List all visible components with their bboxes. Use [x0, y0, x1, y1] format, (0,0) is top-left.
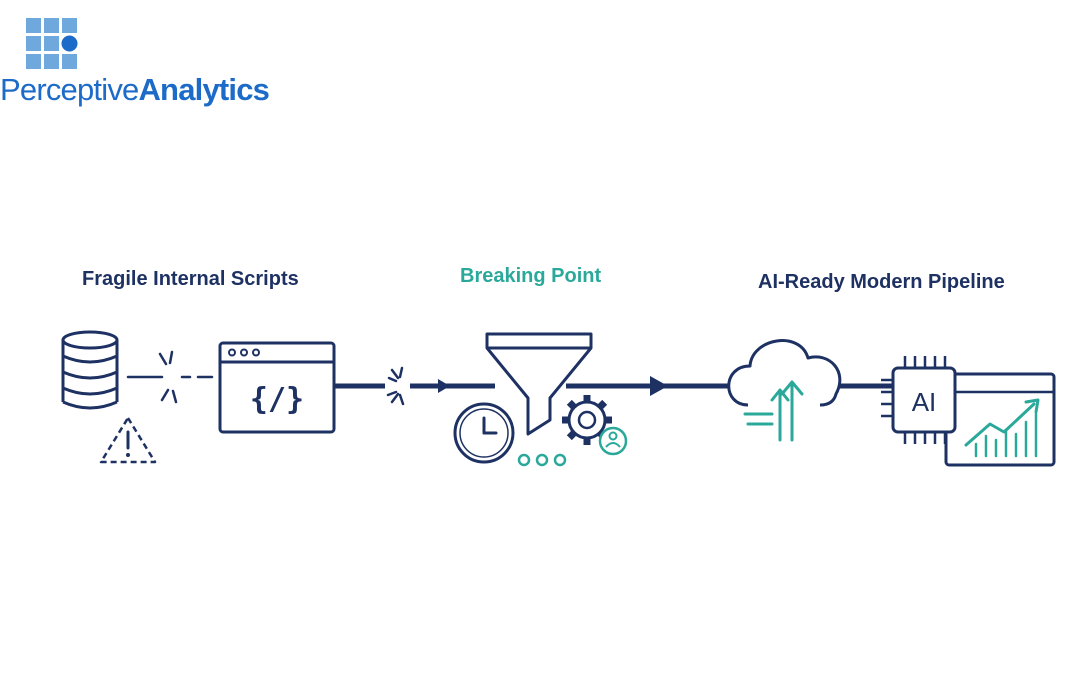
- stage-title-fragile: Fragile Internal Scripts: [82, 268, 299, 290]
- database-icon: [61, 330, 119, 410]
- ai-label: AI: [912, 387, 937, 417]
- broken-connection-icon: [126, 350, 214, 404]
- funnel-icon: [485, 332, 593, 436]
- code-symbol: {/}: [250, 382, 304, 417]
- progress-dots-icon: [517, 453, 567, 467]
- logo-wordmark: PerceptiveAnalytics: [0, 70, 270, 110]
- clock-icon: [453, 402, 515, 464]
- warning-icon: [99, 416, 157, 464]
- ai-chip-icon: AI: [881, 356, 957, 444]
- line-break-icon: [386, 366, 405, 406]
- stage-title-breaking: Breaking Point: [460, 265, 602, 287]
- cloud-upload-icon: [727, 339, 842, 442]
- logo-word-perceptive: Perceptive: [0, 72, 139, 107]
- gear-icon: [562, 395, 612, 445]
- pipeline-line: [334, 376, 896, 396]
- stage-title-pipeline: AI-Ready Modern Pipeline: [758, 271, 1005, 293]
- code-window-icon: {/}: [218, 341, 336, 434]
- logo-grid-icon: [26, 18, 78, 69]
- user-badge-icon: [598, 426, 628, 456]
- logo-word-analytics: Analytics: [138, 72, 270, 107]
- logo: PerceptiveAnalytics: [0, 14, 270, 114]
- analytics-screen-icon: [944, 372, 1056, 467]
